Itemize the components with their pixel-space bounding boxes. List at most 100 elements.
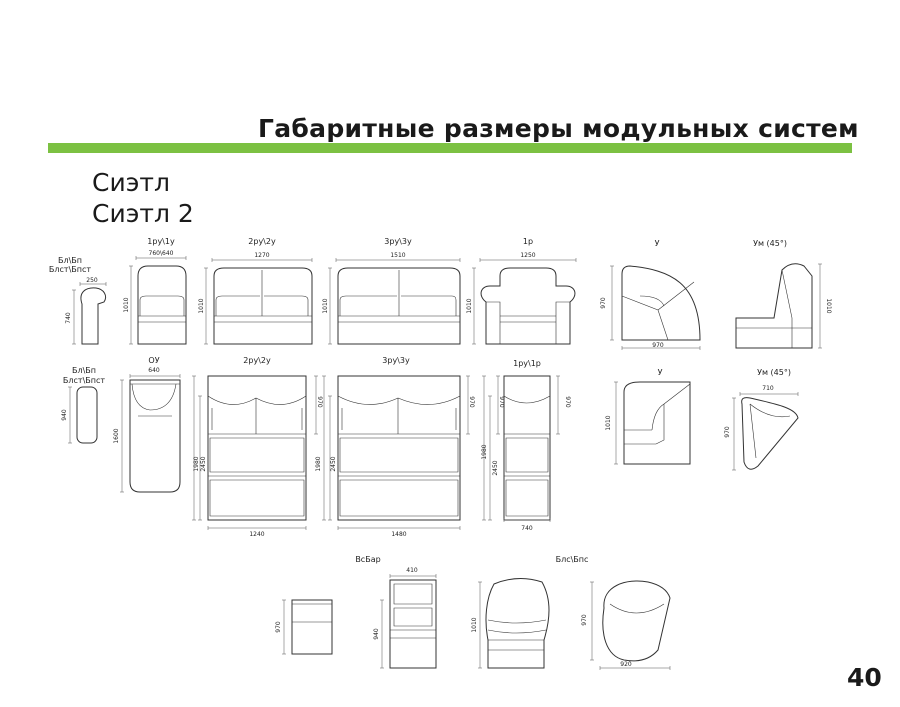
y-width-dim: 970 [652,342,664,349]
bls-label: Блс\Бпс [556,555,589,564]
oy-width-dim: 640 [148,367,160,374]
bl-side-outline [80,287,107,345]
r1y-outline [137,265,187,345]
ym-side-inner-lines [736,269,812,348]
r1y-height-line [129,265,133,345]
r1p-width-line [479,258,577,262]
p3y-label: 3ру\3у [382,356,410,365]
bl-plan-height-line [68,386,72,444]
p1ry-inner-lines [503,395,551,517]
bl-plan-label-1: Бл\Бп [72,366,96,375]
p1ry-width-dim: 740 [521,525,533,532]
module-3ry-front-view: 3ру\3у 1510 1010 [322,237,461,345]
r2y-width-line [211,258,313,262]
p3y-back-line [466,375,470,435]
p2y-back-line [314,375,318,435]
bl-plan-label-2: Блст\Бпст [63,376,105,385]
p3y-height-lines [322,375,332,521]
y-height-line [610,265,614,341]
oy-label: ОУ [148,356,159,365]
p2y-width-line [207,526,307,530]
p3y-inner-lines [337,395,461,517]
module-ym-plan-view: Ум (45°) 710 970 [724,368,799,471]
page-number: 40 [847,663,882,692]
p2y-h2-dim: 2450 [200,456,207,471]
bls-front-lines [487,619,547,651]
y-front-height-dim: 1010 [605,415,612,430]
module-y-front-view: У 1010 [605,368,691,465]
p1ry-back-l-line [496,375,500,435]
module-y-plan-view: У 970 970 [600,239,701,350]
p2y-label: 2ру\2у [243,356,271,365]
p3y-back-dim: 970 [468,396,475,408]
r1y-label: 1ру\1у [147,237,175,246]
bl-plan-outline [76,386,98,444]
vsbar-label: ВсБар [355,555,380,564]
oy-width-line [129,374,181,378]
r1p-label: 1р [523,237,533,246]
r2y-height-line [204,267,208,345]
bl-plan-height-dim: 940 [61,409,68,421]
y-plan-outline [621,265,701,341]
bl-width-dim: 250 [86,277,98,284]
p1ry-width-line [503,518,551,522]
y-front-height-line [614,381,618,465]
r3y-seat-lines [338,270,460,323]
p2y-back-dim: 970 [316,396,323,408]
p2y-h1-dim: 1980 [193,456,200,471]
p1ry-label: 1ру\1р [513,359,541,368]
ym-side-outline [735,263,813,349]
bl-label-1: Бл\Бп [58,256,82,265]
page-title: Габаритные размеры модульных систем [258,114,859,143]
bls-plan-line [609,603,665,614]
bls-front-outline [485,578,550,669]
r3y-height-line [328,267,332,345]
ym-plan-label: Ум (45°) [757,368,791,377]
r3y-label: 3ру\3у [384,237,412,246]
p1ry-outline [503,375,551,521]
p1ry-height-lines [482,375,492,521]
series-name-seattle-2: Сиэтл 2 [92,199,194,228]
vsbar-front-outline [389,579,437,669]
r2y-outline [213,267,313,345]
vsbar-side-lines [292,603,332,623]
module-2ry-front-view: 2ру\2у 1270 1010 [198,237,313,345]
ym-height-line [818,263,822,349]
r1p-height-line [472,267,476,345]
oy-outline [129,379,181,493]
oy-height-dim: 1600 [113,428,120,443]
p3y-h1-dim: 1980 [315,456,322,471]
module-1ry-front-view: 1ру\1у 760\640 1010 [123,237,187,345]
r3y-width-line [335,258,461,262]
title-underline-bar [48,143,852,153]
vsbar-side-height-dim: 970 [275,621,282,633]
module-2ry-plan-view: 2ру\2у 970 1980 2450 1240 [192,356,323,538]
p1ry-back-l-dim: 970 [498,396,505,408]
bls-plan-width-line [599,666,671,670]
y-front-outline [623,381,691,465]
module-ym-side-view: Ум (45°) 1010 [735,239,832,349]
bl-height-line [72,289,76,345]
r1y-width-dim: 760\640 [149,250,174,257]
p1ry-h1-dim: 1980 [481,444,488,459]
p3y-h2-dim: 2450 [330,456,337,471]
p2y-width-dim: 1240 [249,531,264,538]
bl-height-dim: 740 [65,312,72,324]
p1ry-back-r-dim: 970 [564,396,571,408]
vsbar-width-line [389,574,437,578]
vsbar-width-dim: 410 [406,567,418,574]
vsbar-front-shelves [390,583,436,639]
module-3ry-plan-view: 3ру\3у 970 1980 2450 1480 [315,356,475,538]
r2y-width-dim: 1270 [254,252,269,259]
module-bl-side-view: Бл\Бп Блст\Бпст 250 740 [49,256,107,345]
bls-plan-width-dim: 920 [620,661,632,668]
bls-plan-height-line [590,581,594,661]
module-1r-front-view: 1р 1250 1010 [466,237,577,345]
vsbar-front-height-line [380,599,384,669]
bls-plan-outline [602,580,671,662]
ym-height-dim: 1010 [825,298,832,313]
module-1ry-plan-view: 1ру\1р 970 970 1980 2450 740 [481,359,571,532]
module-vsbar-views: ВсБар 970 410 940 [275,555,437,669]
r1p-width-dim: 1250 [520,252,535,259]
